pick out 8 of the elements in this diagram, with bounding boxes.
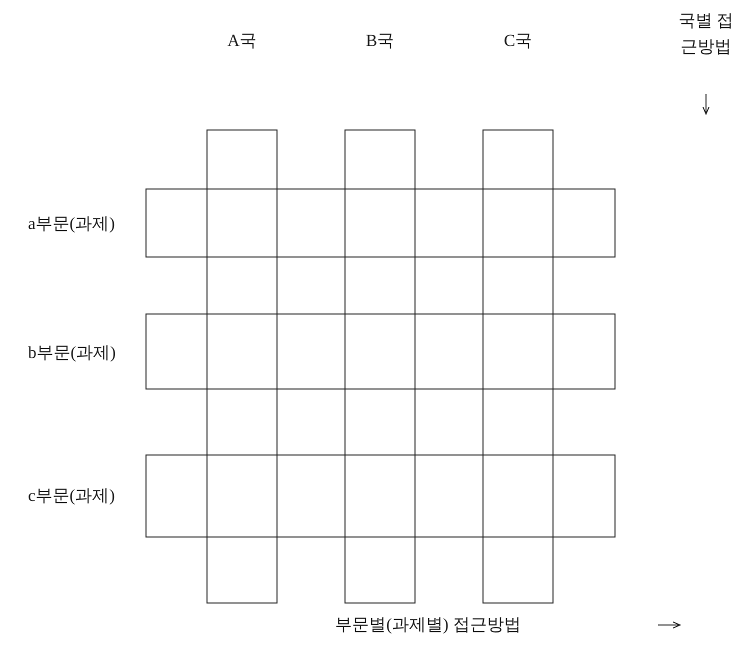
row-header: b부문(과제) bbox=[28, 342, 116, 364]
axis-label: 부문별(과제별) 접근방법 bbox=[334, 614, 522, 636]
column-header: A국 bbox=[226, 30, 258, 52]
column-header: B국 bbox=[364, 30, 396, 52]
row-header: c부문(과제) bbox=[28, 485, 115, 507]
axis-label: 국별 접근방법 bbox=[677, 10, 735, 58]
column-header: C국 bbox=[502, 30, 534, 52]
row-header: a부문(과제) bbox=[28, 213, 115, 235]
